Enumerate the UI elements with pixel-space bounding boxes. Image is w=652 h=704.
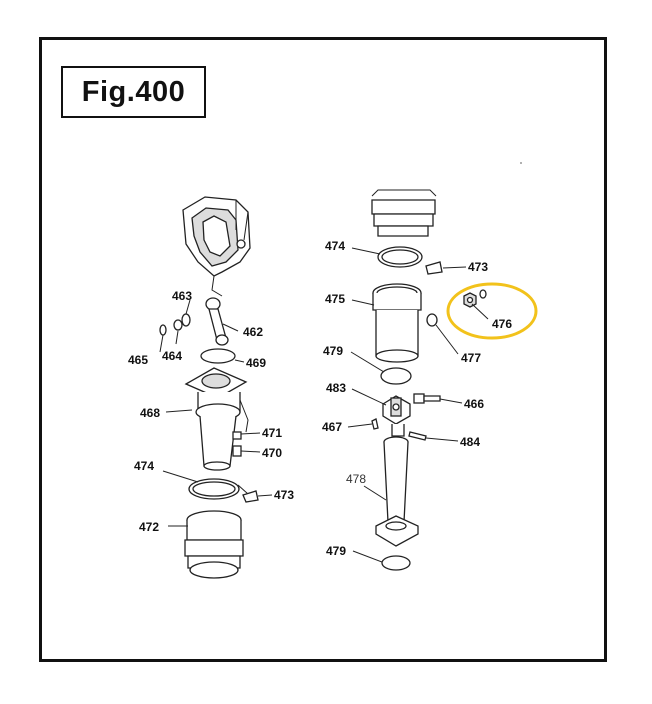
part-483-pivot	[382, 395, 411, 437]
figure-title: Fig.400	[81, 75, 186, 108]
part-471-bolt	[232, 431, 242, 440]
label-483: 483	[326, 381, 346, 395]
part-474-clamp-left	[188, 478, 249, 500]
label-474-left: 474	[134, 459, 154, 473]
part-463-washer	[181, 313, 191, 327]
label-467: 467	[322, 420, 342, 434]
label-477: 477	[461, 351, 481, 365]
label-465: 465	[128, 353, 148, 367]
part-470-bolt	[232, 445, 242, 457]
label-475: 475	[325, 292, 345, 306]
diagram-frame	[39, 37, 607, 662]
part-478-tube	[375, 436, 419, 547]
label-479-lower: 479	[326, 544, 346, 558]
label-470: 470	[262, 446, 282, 460]
part-477-washer	[426, 313, 438, 327]
label-469: 469	[246, 356, 266, 370]
label-466: 466	[464, 397, 484, 411]
part-467-pin	[371, 418, 379, 430]
label-473-left: 473	[274, 488, 294, 502]
label-474-right: 474	[325, 239, 345, 253]
label-479-upper: 479	[323, 344, 343, 358]
part-479-oring-upper	[380, 367, 412, 385]
part-469-ring	[200, 348, 236, 364]
part-468-cylinder	[184, 367, 249, 471]
label-464: 464	[162, 349, 182, 363]
label-484: 484	[460, 435, 480, 449]
part-464-washer	[173, 319, 183, 331]
part-473-clip-left	[242, 490, 259, 503]
top-bellows	[371, 189, 437, 237]
part-466-bolt	[413, 393, 441, 404]
part-475-cylinder	[372, 283, 422, 363]
label-472: 472	[139, 520, 159, 534]
label-478: 478	[346, 472, 366, 486]
label-463: 463	[172, 289, 192, 303]
part-462-rod	[205, 297, 229, 346]
part-476-nut	[463, 289, 487, 308]
highlight-circle	[446, 282, 538, 340]
part-479-oring-lower	[381, 555, 411, 571]
top-housing	[182, 196, 251, 297]
part-484-pin	[408, 431, 427, 441]
part-labels: 463 462 465 464 469 468 471 470 474 473 …	[128, 239, 512, 558]
figure-title-box: Fig.400	[61, 66, 206, 118]
speck	[520, 162, 522, 164]
label-476: 476	[492, 317, 512, 331]
leader-lines	[159, 247, 489, 563]
label-473-right: 473	[468, 260, 488, 274]
part-474-clamp-right	[377, 246, 423, 268]
label-471: 471	[262, 426, 282, 440]
part-465-pin	[159, 324, 167, 336]
part-473-clip-right	[425, 261, 443, 275]
label-462: 462	[243, 325, 263, 339]
part-472-bellows	[184, 510, 244, 579]
label-468: 468	[140, 406, 160, 420]
